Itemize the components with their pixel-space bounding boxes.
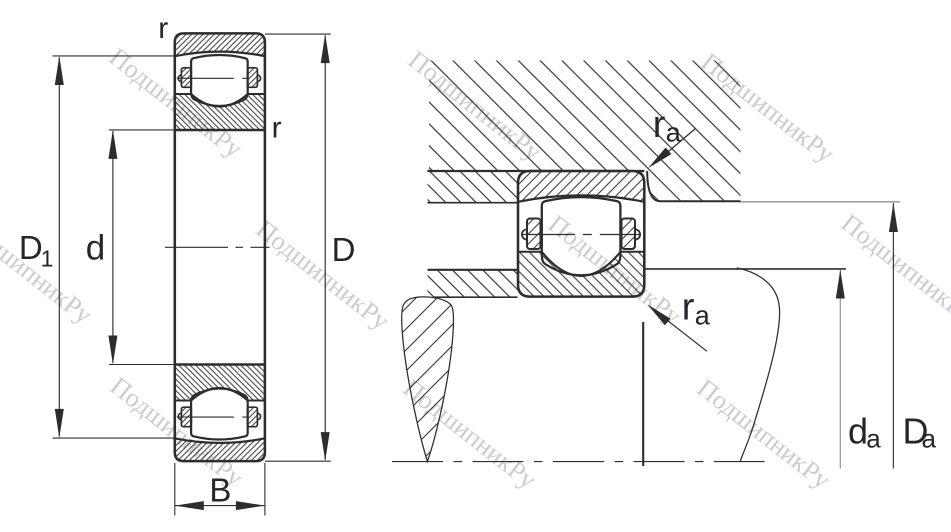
svg-text:r: r <box>653 104 666 146</box>
svg-text:d: d <box>86 228 105 267</box>
svg-text:D: D <box>19 229 43 266</box>
svg-text:B: B <box>209 472 231 509</box>
svg-text:D: D <box>332 231 356 268</box>
svg-text:1: 1 <box>41 246 54 272</box>
svg-text:d: d <box>848 411 868 452</box>
svg-text:r: r <box>272 111 282 144</box>
svg-text:D: D <box>903 411 929 452</box>
svg-text:a: a <box>695 301 711 331</box>
svg-text:a: a <box>922 424 937 454</box>
svg-text:a: a <box>666 118 682 148</box>
svg-text:a: a <box>866 424 881 454</box>
svg-text:r: r <box>682 287 695 329</box>
svg-text:r: r <box>158 12 168 45</box>
svg-text:ПодшипникРу: ПодшипникРу <box>251 214 395 335</box>
